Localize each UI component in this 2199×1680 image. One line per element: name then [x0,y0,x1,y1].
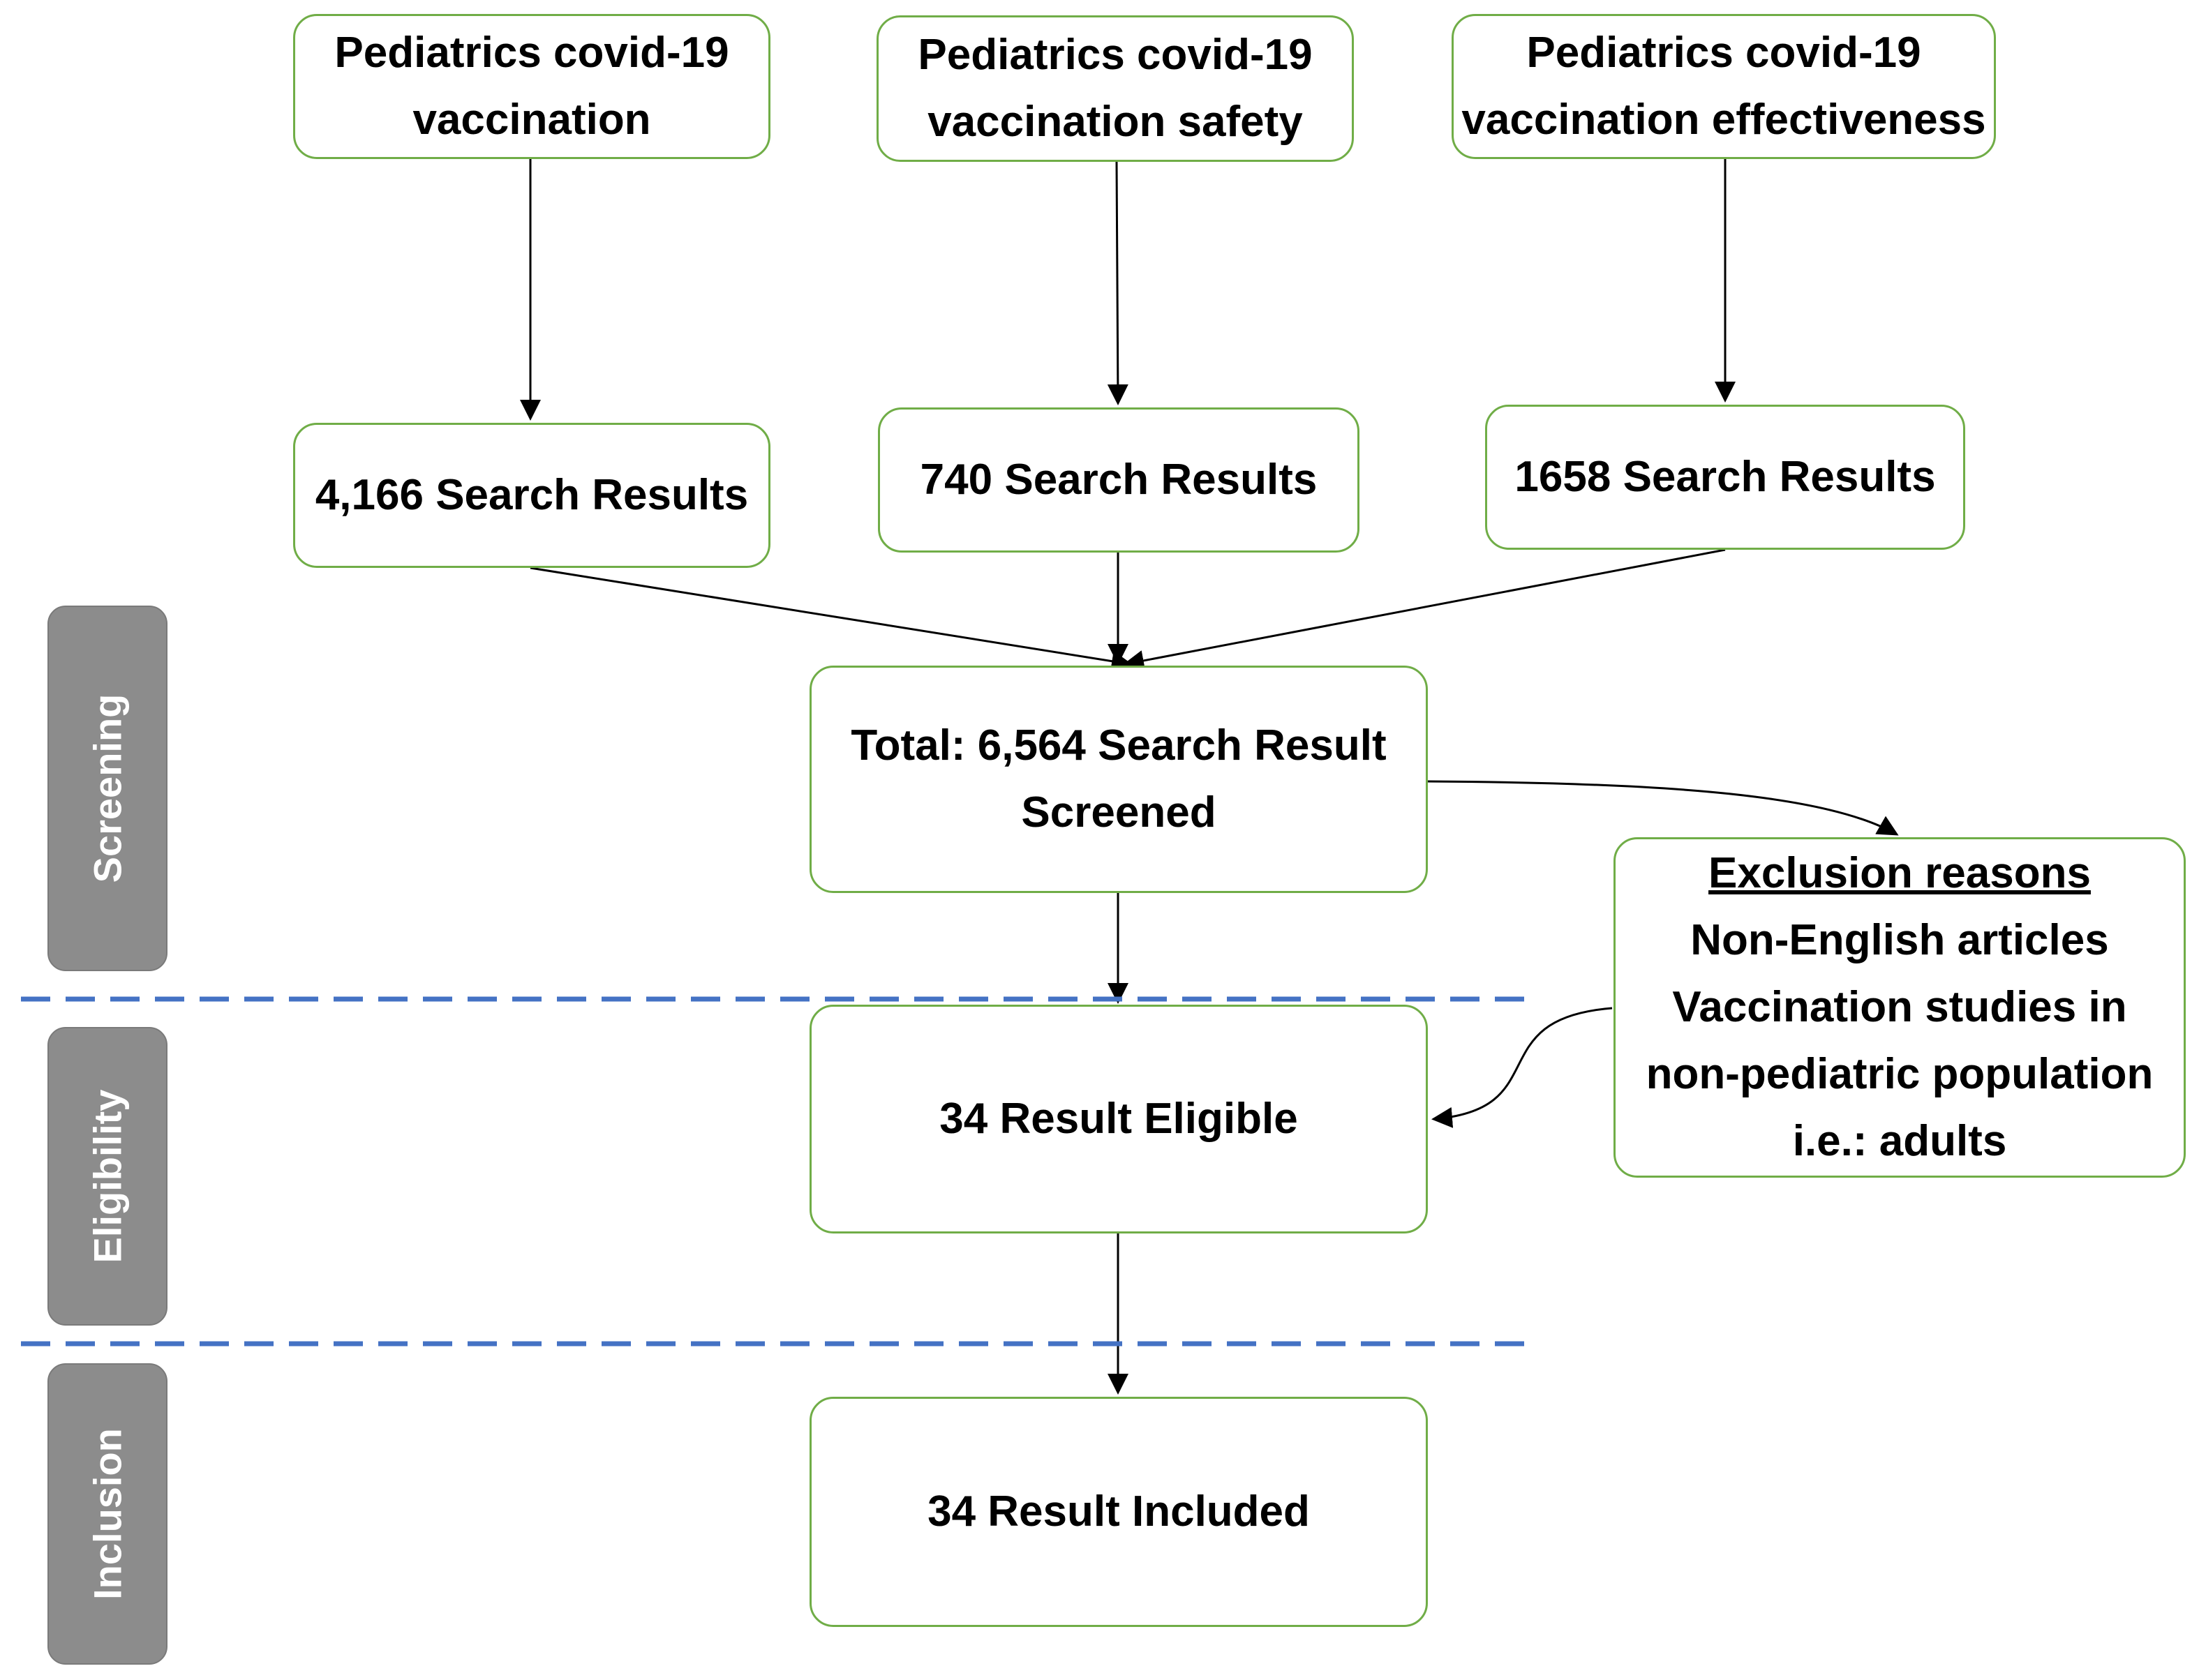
stage-eligibility: Eligibility [47,1027,167,1326]
exclusion-reason-3: non-pediatric population [1646,1050,2154,1098]
search-results-box-1: 4,166 Search Results [293,423,770,568]
search-term-2-line2: vaccination safety [927,98,1303,146]
search-term-box-1: Pediatrics covid-19 vaccination [293,14,770,159]
included-text: 34 Result Included [927,1487,1310,1536]
search-results-2-text: 740 Search Results [920,456,1318,504]
arrow-results1-to-total [530,567,1133,672]
search-term-box-3: Pediatrics covid-19 vaccination effectiv… [1452,14,1996,159]
stage-inclusion: Inclusion [47,1363,167,1665]
search-results-1-text: 4,166 Search Results [315,471,749,519]
exclusion-reason-1: Non-English articles [1690,916,2109,964]
search-term-1-line2: vaccination [412,96,651,144]
arrow-term2-to-results2 [1107,161,1128,405]
search-term-1-line1: Pediatrics covid-19 [334,29,729,77]
eligible-box: 34 Result Eligible [810,1005,1428,1233]
stage-screening: Screening [47,606,167,971]
arrow-exclusion-to-eligible [1431,1007,1613,1128]
search-results-box-2: 740 Search Results [878,407,1359,553]
stage-screening-label: Screening [85,693,130,883]
arrow-results3-to-total [1123,548,1726,671]
total-screened-line2: Screened [1021,788,1216,837]
total-screened-box: Total: 6,564 Search Result Screened [810,666,1428,893]
exclusion-reason-4: i.e.: adults [1792,1117,2007,1165]
included-box: 34 Result Included [810,1397,1428,1627]
exclusion-reason-2: Vaccination studies in [1672,983,2127,1031]
total-screened-line1: Total: 6,564 Search Result [851,721,1387,770]
search-results-box-3: 1658 Search Results [1485,405,1965,550]
search-term-3-line1: Pediatrics covid-19 [1526,29,1921,77]
search-term-2-line1: Pediatrics covid-19 [918,31,1313,79]
search-term-3-line2: vaccination effectiveness [1461,96,1986,144]
search-results-3-text: 1658 Search Results [1514,453,1936,501]
search-term-box-2: Pediatrics covid-19 vaccination safety [877,15,1354,162]
stage-eligibility-label: Eligibility [85,1089,130,1263]
exclusion-reasons-title: Exclusion reasons [1708,849,2091,897]
arrow-total-to-exclusion [1427,780,1899,836]
stage-inclusion-label: Inclusion [85,1428,130,1600]
exclusion-reasons-box: Exclusion reasons Non-English articles V… [1613,837,2186,1178]
eligible-text: 34 Result Eligible [939,1095,1298,1143]
